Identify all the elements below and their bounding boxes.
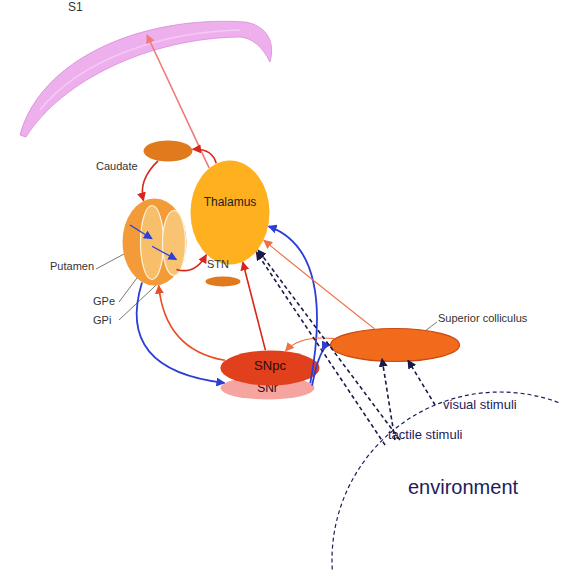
pathway-arrow <box>159 286 225 361</box>
cortex-highlight <box>40 30 240 110</box>
subthalamic-nucleus-ellipse <box>206 277 241 287</box>
node-label: Caudate <box>96 160 138 173</box>
leader-line <box>425 322 437 331</box>
putamen-nucleus-ellipse <box>123 199 187 286</box>
globus-pallidus-externus-ellipse <box>141 206 164 280</box>
substantia-nigra-pr-ellipse <box>221 377 315 400</box>
thalamus-nucleus-outline <box>190 160 270 265</box>
superior-colliculus-ellipse <box>331 329 460 362</box>
substantia-nigra-pc: SNpc <box>220 350 320 386</box>
globus-pallidus-externus: GPe <box>140 205 164 280</box>
node-label: tactile stimuli <box>388 428 462 443</box>
putamen-nucleus: PutamenGPeGPi <box>122 198 187 286</box>
thalamus-nucleus-ellipse <box>191 161 270 265</box>
node-label: S1 <box>68 1 83 15</box>
thalamus-nucleus: Thalamus <box>190 160 270 265</box>
node-label: GPe <box>93 295 115 308</box>
globus-pallidus-internus-outline <box>162 210 186 276</box>
cortex-band-outline <box>15 5 280 145</box>
caudate-nucleus: Caudate <box>143 140 193 162</box>
pathway-arrow <box>142 161 158 201</box>
node-label: Thalamus <box>190 196 270 210</box>
environment-dashed-circle <box>332 392 561 570</box>
caudate-nucleus-outline <box>143 140 193 162</box>
cortex-band-path <box>20 21 272 137</box>
globus-pallidus-internus-ellipse <box>163 211 186 276</box>
environment-circle: visual stimuli tactile stimuli environment <box>330 390 561 570</box>
pathway-arrow <box>286 338 335 351</box>
superior-colliculus: Superior colliculus <box>330 328 460 362</box>
superior-colliculus-outline <box>330 328 460 362</box>
sensory-input-arrow <box>408 360 435 405</box>
subthalamic-nucleus-outline <box>205 276 241 287</box>
pathway-arrow <box>137 283 225 383</box>
pathway-arrow <box>193 149 217 163</box>
caudate-nucleus-ellipse <box>144 141 193 162</box>
globus-pallidus-externus-outline <box>140 205 164 280</box>
node-label: STN <box>207 258 229 271</box>
pathway-arrow <box>243 262 266 350</box>
node-label: visual stimuli <box>443 398 517 413</box>
subthalamic-nucleus: STN <box>205 276 241 287</box>
node-label: GPi <box>93 314 111 327</box>
node-label: SNpc <box>220 359 320 374</box>
substantia-nigra-pc-ellipse <box>221 351 320 386</box>
leader-line <box>96 254 124 269</box>
node-label: Superior colliculus <box>438 312 527 325</box>
pathway-arrow <box>264 240 375 329</box>
node-label: Putamen <box>50 260 94 273</box>
cortex-band: S1 <box>15 5 280 145</box>
globus-pallidus-internus: GPi <box>162 210 186 276</box>
node-label: environment <box>408 476 518 499</box>
cortex-group <box>20 21 272 137</box>
